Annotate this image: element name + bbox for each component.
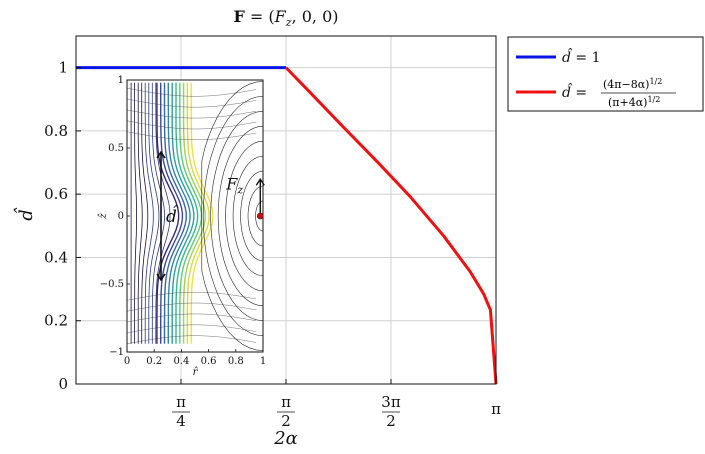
inset-horizontal-streamline-5 bbox=[126, 291, 257, 301]
inset-colored-streamline-2 bbox=[163, 82, 187, 344]
inset-y-label: ẑ bbox=[98, 213, 109, 220]
inset-right-streamline-4 bbox=[232, 155, 264, 277]
y-tick-label-1: 0.2 bbox=[44, 312, 68, 330]
legend-entry-2-numerator: (4π−8α)1/2 bbox=[603, 77, 662, 91]
legend-entry-1: d̂ = 1 bbox=[562, 47, 601, 66]
inset-right-streamline-5 bbox=[225, 140, 264, 292]
y-tick-label-5: 1 bbox=[58, 59, 68, 77]
y-tick-label-0: 0 bbox=[58, 375, 68, 393]
legend-box bbox=[507, 36, 704, 112]
inset-horizontal-streamline-2 bbox=[126, 109, 257, 119]
inset-colored-streamline-3 bbox=[167, 82, 191, 344]
x-axis-label: 2α bbox=[273, 428, 298, 449]
x-tick-denominator-1: 2 bbox=[281, 412, 291, 430]
inset-left-streamline-3 bbox=[141, 82, 149, 344]
x-tick-label-0: π bbox=[176, 393, 186, 411]
series-layer bbox=[76, 66, 498, 385]
inset-left-streamline-1 bbox=[134, 82, 137, 344]
inset-y-tick-label-2: 0 bbox=[118, 211, 124, 222]
inset-right-streamline-3 bbox=[240, 170, 264, 262]
distance-arrow-head-bottom bbox=[156, 273, 166, 282]
x-tick-label-3: π bbox=[491, 400, 501, 418]
inset-left-streamline-5 bbox=[148, 82, 160, 344]
inset-right-streamline-2 bbox=[247, 185, 264, 247]
inset-left-streamline-7 bbox=[155, 82, 171, 344]
series-line-2 bbox=[284, 66, 498, 385]
force-point bbox=[256, 212, 264, 220]
x-tick-label-1: π bbox=[281, 393, 291, 411]
inset-colored-streamline-1 bbox=[160, 82, 184, 344]
inset-right-streamline-9 bbox=[201, 81, 264, 351]
inset-horizontal-streamline-8 bbox=[126, 324, 257, 334]
inset-y-tick-label-1: −0.5 bbox=[100, 279, 124, 290]
distance-arrow-head-top bbox=[156, 150, 166, 159]
x-tick-label-2: 3π bbox=[381, 393, 401, 411]
x-tick-denominator-2: 2 bbox=[386, 412, 396, 430]
inset-left-streamline-6 bbox=[151, 82, 165, 344]
inset-colored-streamline-4 bbox=[171, 82, 195, 344]
legend: d̂ = 1 d̂ = (4π−8α)1/2 (π+4α)1/2 bbox=[507, 36, 704, 112]
inset-y-tick-label-3: 0.5 bbox=[108, 143, 124, 154]
inset-horizontal-streamline-9 bbox=[126, 335, 257, 345]
inset-horizontal-streamline-0 bbox=[126, 131, 257, 141]
force-arrow-head bbox=[255, 178, 265, 186]
inset-horizontal-streamline-1 bbox=[126, 120, 257, 130]
inset-x-tick-label-5: 1 bbox=[260, 356, 266, 367]
inset-colored-streamline-8 bbox=[186, 82, 210, 344]
inset-x-tick-label-2: 0.4 bbox=[173, 356, 189, 367]
inset-colored-streamline-7 bbox=[182, 82, 206, 344]
inset-right-streamline-8 bbox=[202, 96, 264, 336]
inset-y-tick-label-4: 1 bbox=[118, 75, 124, 86]
y-tick-label-3: 0.6 bbox=[44, 185, 68, 203]
inset-x-tick-label-3: 0.6 bbox=[201, 356, 217, 367]
chart-title: F = (Fz, 0, 0) bbox=[233, 7, 338, 29]
y-axis-label: d̂ bbox=[12, 207, 37, 221]
legend-entry-2-denominator: (π+4α)1/2 bbox=[608, 95, 660, 109]
inset-background bbox=[127, 80, 263, 352]
inset-horizontal-streamline-7 bbox=[126, 313, 257, 323]
inset-colored-streamline-9 bbox=[190, 82, 214, 344]
inset-horizontal-streamline-6 bbox=[126, 302, 257, 312]
inset-left-streamline-4 bbox=[144, 82, 154, 344]
inset-colored-streamline-5 bbox=[175, 82, 199, 344]
inset-x-label: r̂ bbox=[193, 367, 199, 378]
y-tick-label-2: 0.4 bbox=[44, 248, 68, 266]
inset-right-streamline-6 bbox=[217, 125, 264, 307]
inset-colored-streamline-6 bbox=[179, 82, 203, 344]
inset-right-streamline-1 bbox=[255, 200, 264, 232]
legend-entry-2: d̂ = bbox=[562, 82, 587, 101]
distance-label: d̂ bbox=[166, 205, 179, 227]
inset-horizontal-streamline-3 bbox=[126, 98, 257, 108]
x-tick-denominator-0: 4 bbox=[176, 412, 186, 430]
inset-x-tick-label-0: 0 bbox=[124, 356, 130, 367]
inset-x-tick-label-1: 0.2 bbox=[146, 356, 162, 367]
inset-left-streamline-2 bbox=[137, 82, 143, 344]
inset-x-tick-label-4: 0.8 bbox=[228, 356, 244, 367]
y-tick-label-4: 0.8 bbox=[44, 122, 68, 140]
inset-y-tick-label-0: −1 bbox=[109, 347, 124, 358]
inset-horizontal-streamline-4 bbox=[126, 87, 257, 97]
